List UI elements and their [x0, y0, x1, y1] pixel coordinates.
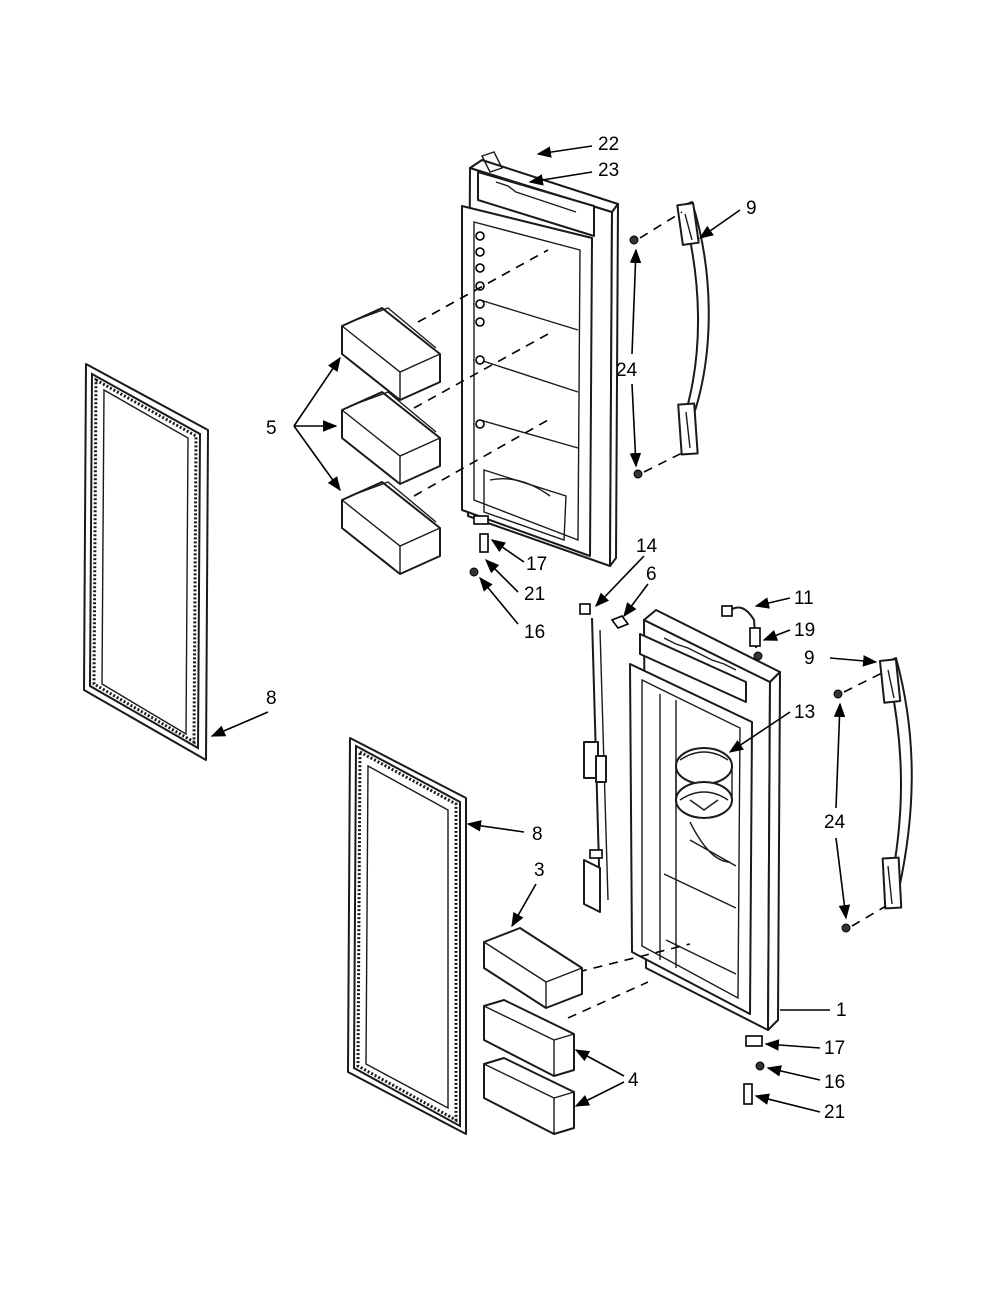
callout-9-lower: 9: [804, 648, 815, 669]
callout-1: 1: [836, 1000, 847, 1021]
shelf-studs: [475, 231, 485, 429]
callout-17-lower: 17: [824, 1038, 845, 1059]
door-gasket-left: [83, 363, 209, 761]
leader-lines: [210, 145, 878, 1113]
callout-8-lower: 8: [532, 824, 543, 845]
callout-8-upper: 8: [266, 688, 277, 709]
dispenser-wire-harness: [721, 605, 763, 661]
callout-23: 23: [598, 160, 619, 181]
door-bin-lower: [341, 481, 441, 575]
door-bin-3: [483, 927, 583, 1009]
callout-16-upper: 16: [524, 622, 545, 643]
callout-24-upper: 24: [616, 360, 638, 381]
callout-24-lower: 24: [824, 812, 846, 833]
water-tube-assembly: [579, 603, 630, 913]
lower-handle-screw-bottom: [841, 923, 851, 933]
callout-labels: 22 23 9 24 5 17 21 16 14 6 11 19 9 8 13 …: [266, 134, 847, 1123]
handle-screw-bottom: [633, 469, 643, 479]
door-gasket-right: [347, 737, 467, 1135]
callout-17-upper: 17: [526, 554, 547, 575]
upper-hinge-hardware: [469, 515, 489, 577]
callout-14: 14: [636, 536, 658, 557]
callout-9-upper: 9: [746, 198, 757, 219]
door-handle-upper: [676, 201, 710, 456]
lower-handle-screw-top: [833, 689, 843, 699]
callout-21-lower: 21: [824, 1102, 845, 1123]
handle-screw-top: [629, 235, 639, 245]
callout-6: 6: [646, 564, 657, 585]
callout-4: 4: [628, 1070, 639, 1091]
callout-3: 3: [534, 860, 545, 881]
upper-door-assembly: [461, 151, 619, 567]
callout-19: 19: [794, 620, 815, 641]
callout-16-lower: 16: [824, 1072, 845, 1093]
callout-21-upper: 21: [524, 584, 545, 605]
door-bin-4-upper: [483, 999, 575, 1077]
door-bin-4-lower: [483, 1057, 575, 1135]
callout-11: 11: [794, 588, 814, 609]
door-handle-lower: [878, 657, 913, 910]
door-bin-upper: [341, 307, 441, 401]
lower-hinge-hardware: [743, 1035, 765, 1105]
ice-chute-guide: [675, 747, 733, 819]
door-bin-middle: [341, 391, 441, 485]
lower-door-assembly: [629, 609, 781, 1031]
callout-5: 5: [266, 418, 277, 439]
callout-22: 22: [598, 134, 619, 155]
callout-13: 13: [794, 702, 815, 723]
